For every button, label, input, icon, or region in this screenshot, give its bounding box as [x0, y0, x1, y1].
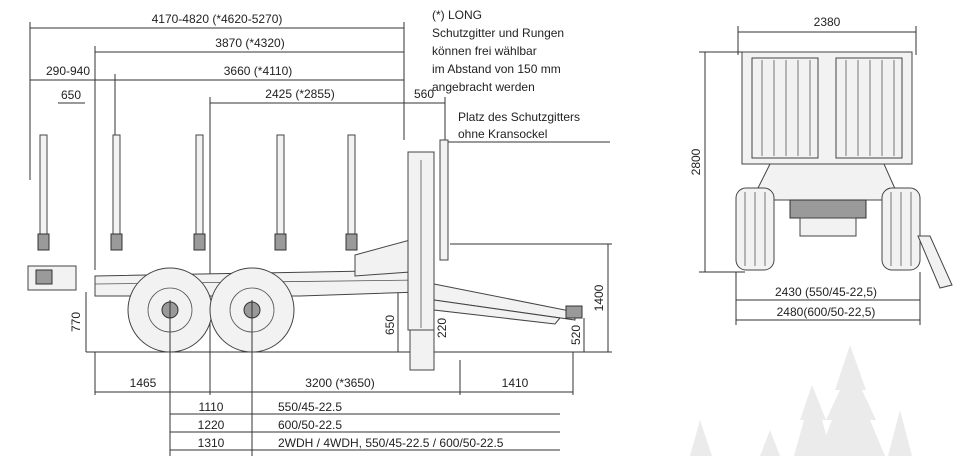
note-gitter: Platz des Schutzgitters ohne Kransockel [458, 110, 580, 141]
svg-text:können frei wählbar: können frei wählbar [432, 44, 537, 58]
dim-bottom-1465: 1465 [130, 376, 157, 390]
note-long: (*) LONG Schutzgitter und Rungen können … [432, 8, 564, 94]
dim-height-770: 770 [69, 312, 83, 332]
tree-watermark-icon [690, 345, 912, 456]
tire-table: 1110 550/45-22.5 1220 600/50-22.5 1310 2… [169, 300, 560, 456]
svg-text:ohne Kransockel: ohne Kransockel [458, 127, 547, 141]
dim-height-650: 650 [383, 315, 397, 335]
tire-row-3-spec: 2WDH / 4WDH, 550/45-22.5 / 600/50-22.5 [278, 436, 504, 450]
svg-text:im Abstand von 150 mm: im Abstand von 150 mm [432, 62, 561, 76]
dim-length-2425: 2425 (*2855) [265, 87, 334, 101]
trailer-rear-view: 2380 2800 [689, 15, 953, 325]
tire-row-3-value: 1310 [198, 436, 225, 450]
dim-offset-560: 560 [414, 87, 434, 101]
svg-text:(*) LONG: (*) LONG [432, 8, 482, 22]
trailer-side-view [27, 134, 583, 371]
rear-width-top: 2380 [814, 15, 841, 29]
svg-text:Schutzgitter und Rungen: Schutzgitter und Rungen [432, 26, 564, 40]
dim-bottom-1410: 1410 [502, 376, 529, 390]
dim-total-length: 4170-4820 (*4620-5270) [152, 12, 283, 26]
rear-width-550: 2430 (550/45-22,5) [775, 285, 877, 299]
svg-text:Platz des Schutzgitters: Platz des Schutzgitters [458, 110, 580, 124]
tire-row-1-value: 1110 [199, 400, 224, 414]
rear-width-600: 2480(600/50-22,5) [777, 305, 876, 319]
tire-row-2-value: 1220 [198, 418, 225, 432]
rear-height: 2800 [689, 148, 703, 175]
dim-length-3870: 3870 (*4320) [215, 36, 284, 50]
dim-length-3660: 3660 (*4110) [224, 64, 293, 78]
side-view-dimensions: 4170-4820 (*4620-5270) 3870 (*4320) 3660… [29, 12, 612, 395]
dim-offset-650: 650 [61, 88, 81, 102]
svg-text:angebracht werden: angebracht werden [432, 80, 535, 94]
dim-offset-290: 290-940 [46, 64, 90, 78]
dim-height-1400: 1400 [592, 284, 606, 311]
tire-row-2-spec: 600/50-22.5 [278, 418, 342, 432]
dim-bottom-3200: 3200 (*3650) [305, 376, 374, 390]
dim-height-520: 520 [569, 325, 583, 345]
tire-row-1-spec: 550/45-22.5 [278, 400, 342, 414]
dim-height-220: 220 [435, 318, 449, 338]
